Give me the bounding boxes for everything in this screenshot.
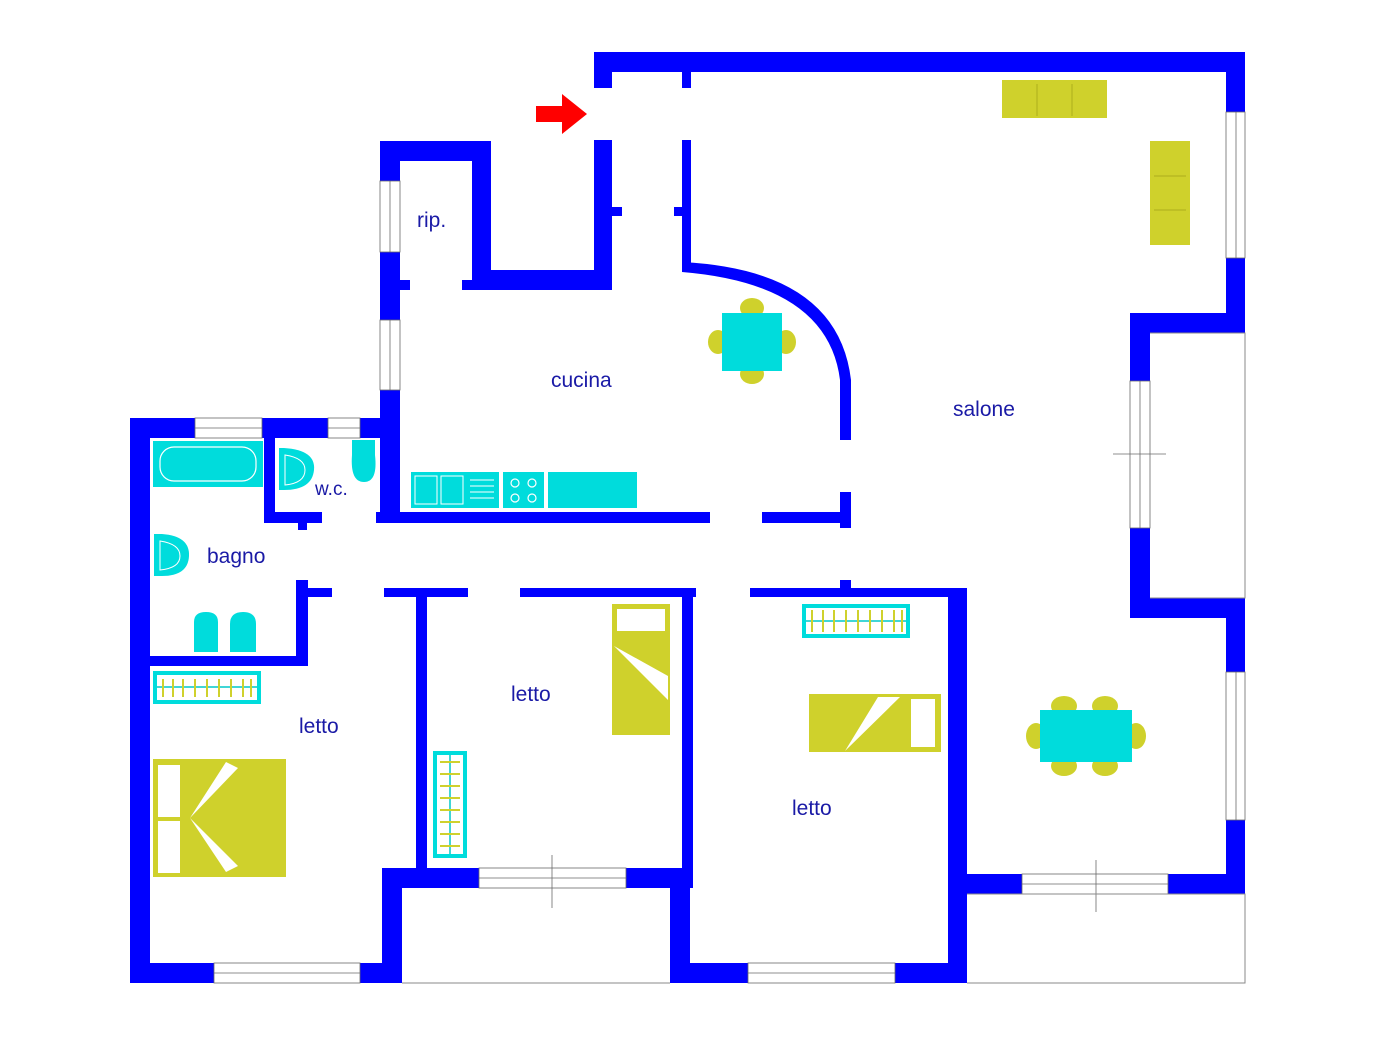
windows xyxy=(194,111,1246,984)
label-ripostiglio: rip. xyxy=(417,209,446,232)
wall-cucina-salone-lower xyxy=(840,492,851,528)
wall-rip-door-stub xyxy=(462,280,472,290)
wall-left-outer xyxy=(130,418,150,983)
wall-cucina-bottom-right xyxy=(762,512,851,523)
window-salone-right-lower xyxy=(1225,671,1246,821)
label-bagno: bagno xyxy=(207,545,265,568)
wall-bottom-letto3-left xyxy=(670,963,748,983)
wall-salone-letto3 xyxy=(948,588,967,983)
armchair-right xyxy=(1150,141,1190,245)
wall-cucina-left xyxy=(380,390,400,518)
wall-letto2-bottom-left xyxy=(382,868,479,888)
wall-letto1-letto2 xyxy=(416,588,427,870)
dining-table-salone xyxy=(1040,710,1132,762)
bathtub xyxy=(153,441,263,487)
wall-wc-top-right xyxy=(360,418,400,438)
salone-furniture xyxy=(1002,80,1190,776)
label-salone: salone xyxy=(953,398,1015,421)
wall-letto2-letto3 xyxy=(682,588,693,878)
sofa-top xyxy=(1002,80,1107,118)
wall-rip-left-mid xyxy=(380,252,400,320)
label-letto-3: letto xyxy=(792,797,832,820)
wc-sink xyxy=(279,448,315,490)
bedroom-furniture xyxy=(153,604,941,877)
wall-entrance-upper-right xyxy=(682,72,691,88)
wall-right-lower xyxy=(1226,598,1245,672)
wall-rip-right xyxy=(472,141,491,289)
wall-rip-door-stub-left xyxy=(400,280,410,290)
wall-rip-top xyxy=(380,141,491,161)
wall-bottom-letto1-left xyxy=(130,963,214,983)
wall-right-top xyxy=(1226,52,1245,112)
bathroom-fixtures xyxy=(153,440,376,652)
wall-cucina-bottom-left xyxy=(376,512,710,523)
wall-top-salone xyxy=(594,52,1245,72)
wall-terrace-left-upper xyxy=(1130,313,1150,381)
bagno-sink xyxy=(154,534,190,576)
kitchen-sink xyxy=(411,472,499,508)
wall-entrance-lower-stub xyxy=(612,207,622,216)
wall-rip-left-top xyxy=(380,141,400,181)
kitchen-stove xyxy=(503,472,544,508)
wall-corridor-c xyxy=(750,588,967,597)
label-wc: w.c. xyxy=(314,479,348,500)
wall-terrace-bottom xyxy=(1130,598,1245,618)
wall-wc-bottom xyxy=(264,512,322,523)
wall-balcony-right xyxy=(670,868,690,983)
kitchen-table xyxy=(722,313,782,371)
wall-bottom-letto1-right xyxy=(360,963,402,983)
wall-bagno-bottom xyxy=(150,656,308,666)
wc-toilet xyxy=(351,440,376,482)
wall-bagno-top-mid xyxy=(262,418,328,438)
wall-entrance-upper-left xyxy=(594,52,612,88)
label-letto-1: letto xyxy=(299,715,339,738)
window-salone-right-upper xyxy=(1225,111,1246,259)
wall-bagno-right xyxy=(296,580,308,666)
wall-bottom-letto3-right xyxy=(895,963,967,983)
entrance-arrow-icon xyxy=(536,94,587,134)
wall-terrace-left-lower xyxy=(1130,528,1150,618)
bagno-toilet xyxy=(230,612,256,652)
wall-terrace-top xyxy=(1130,313,1245,333)
wall-entrance-lower-right xyxy=(682,140,691,270)
label-cucina: cucina xyxy=(551,369,612,392)
bidet xyxy=(194,612,218,652)
wall-wc-left xyxy=(264,418,275,523)
label-letto-2: letto xyxy=(511,683,551,706)
wall-bagno-right-stub xyxy=(296,588,332,597)
cucina-furniture xyxy=(411,298,796,508)
room-labels: rip. cucina salone w.c. bagno letto lett… xyxy=(207,209,1015,820)
kitchen-counter xyxy=(548,472,637,508)
wall-cucina-salone-stub xyxy=(840,580,851,590)
wall-entrance-lower-left xyxy=(594,140,612,290)
walls xyxy=(130,52,1245,983)
wall-corridor-b xyxy=(520,588,696,597)
wall-curved xyxy=(682,262,851,440)
wall-entrance-lower-right-stub xyxy=(674,207,682,216)
wall-rip-bottom xyxy=(472,270,612,290)
wall-balcony-left xyxy=(382,868,402,983)
wall-wc-door-stub xyxy=(298,512,307,530)
wall-salone-bottom-right xyxy=(1168,874,1245,894)
